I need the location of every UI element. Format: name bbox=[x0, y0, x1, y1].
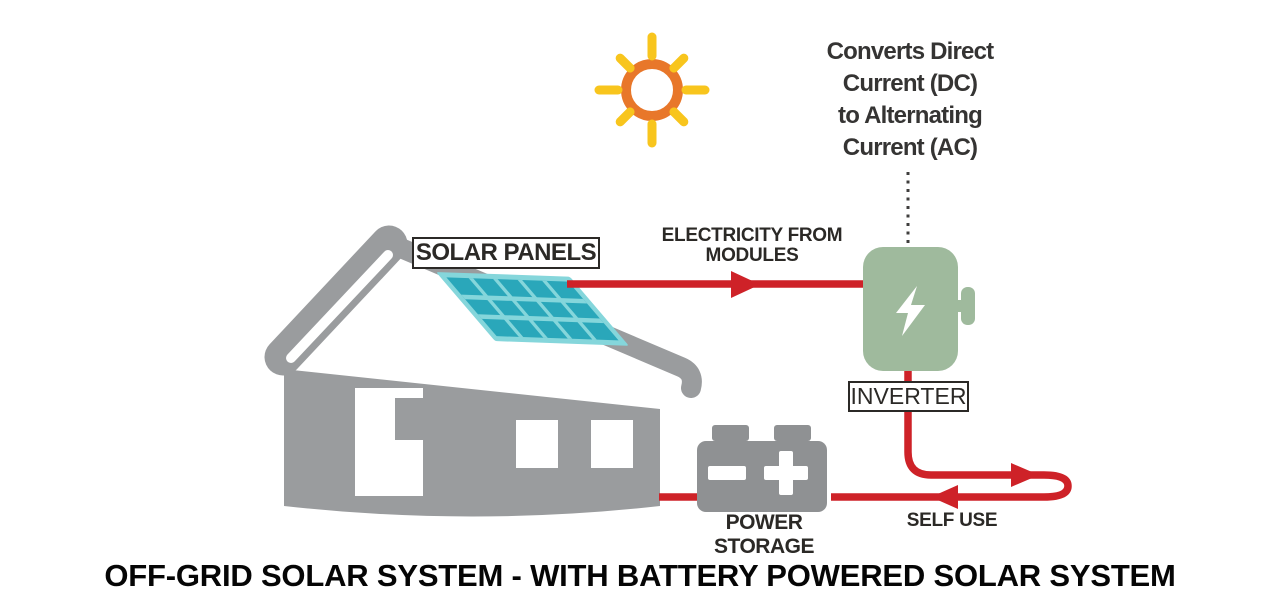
solar-panels-label: SOLAR PANELS bbox=[412, 237, 600, 269]
sun-core bbox=[621, 59, 683, 121]
page-title: OFF-GRID SOLAR SYSTEM - WITH BATTERY POW… bbox=[104, 558, 1176, 593]
solar-panel-cells bbox=[446, 277, 619, 341]
battery-terminal-right bbox=[774, 425, 811, 441]
arrow-right-icon bbox=[1011, 463, 1039, 487]
solar-panel-icon bbox=[437, 272, 628, 346]
inverter-icon bbox=[863, 247, 975, 371]
flow-arrow-icons bbox=[731, 271, 1039, 509]
self-use-label: SELF USE bbox=[906, 510, 998, 531]
sun-rays bbox=[594, 32, 710, 148]
inverter-label: INVERTER bbox=[848, 381, 969, 412]
flow-line-inverter-self-use bbox=[831, 370, 1072, 501]
battery-plus-sign-v bbox=[779, 451, 793, 495]
inverter-note-line1: Converts Direct bbox=[826, 38, 995, 65]
solar-panel-grid bbox=[461, 278, 604, 340]
inverter-note-line3: to Alternating bbox=[838, 102, 983, 129]
arrow-left-icon bbox=[931, 485, 958, 509]
house-ridge-band bbox=[379, 233, 702, 398]
inverter-note-line4: Current (AC) bbox=[842, 134, 978, 161]
battery-body bbox=[697, 441, 827, 512]
house-gable-band bbox=[264, 225, 408, 376]
lightning-bolt-icon bbox=[896, 286, 925, 336]
electricity-label-line1: ELECTRICITY FROM bbox=[661, 225, 843, 246]
electricity-label-line2: MODULES bbox=[705, 245, 799, 266]
house-gable-highlight bbox=[286, 250, 393, 363]
inverter-handle bbox=[961, 287, 975, 325]
house-window-left bbox=[516, 420, 558, 468]
sun-icon bbox=[594, 32, 710, 148]
house-door-notch bbox=[395, 398, 423, 440]
inverter-note-line2: Current (DC) bbox=[842, 70, 978, 97]
electricity-from-modules-label: ELECTRICITY FROM MODULES bbox=[656, 226, 848, 266]
battery-terminal-left bbox=[712, 425, 749, 441]
inverter-note: Converts Direct Current (DC) to Alternat… bbox=[810, 36, 1010, 164]
inverter-handle-bar bbox=[948, 300, 964, 312]
battery-icon bbox=[697, 425, 827, 512]
flow-lines bbox=[567, 280, 1072, 501]
arrow-right-icon bbox=[731, 271, 760, 298]
power-storage-label: POWER STORAGE bbox=[714, 511, 814, 558]
battery-minus-sign bbox=[708, 466, 746, 480]
house-roof-bands bbox=[264, 225, 702, 398]
house-window-right bbox=[591, 420, 633, 468]
